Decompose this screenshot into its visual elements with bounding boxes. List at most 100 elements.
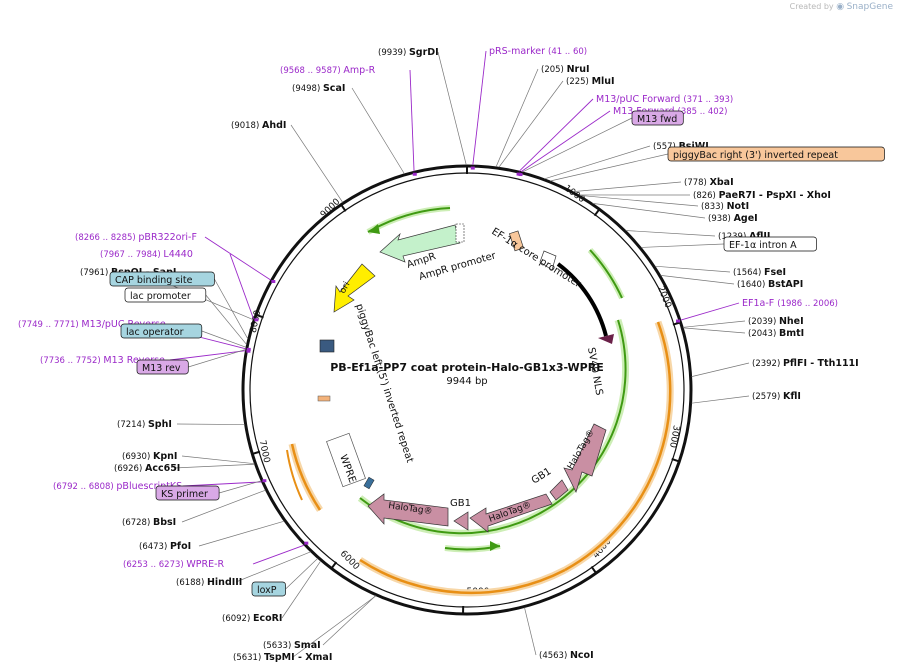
- feature-box-loxp: [251, 581, 286, 597]
- enzyme-site-nrui: (205) NruI: [541, 64, 590, 75]
- enzyme-site-nhei: (2039) NheI: [748, 316, 804, 327]
- leader-line: [592, 203, 706, 219]
- orf-arc-halo-2: [587, 247, 625, 300]
- gb1-label-1: GB1: [530, 466, 554, 486]
- enzyme-site-sphi: (7214) SphI: [117, 419, 172, 430]
- leader-line: [181, 455, 255, 465]
- enzyme-site-fsei: (1564) FseI: [733, 267, 786, 278]
- tick-mark: [254, 313, 264, 319]
- leader-line: [409, 69, 415, 172]
- primer-l4440: (7967 .. 7984) L4440: [100, 249, 193, 260]
- enzyme-site-ahdi: (9018) AhdI: [231, 120, 286, 131]
- feature-label-m13-fwd: M13 fwd: [637, 114, 677, 125]
- leader-line: [229, 253, 254, 320]
- primer-binding-mark: [518, 173, 523, 177]
- primer-wpre-r: (6253 .. 6273) WPRE-R: [123, 559, 225, 570]
- leader-line: [437, 51, 467, 166]
- orange-arc-2: [359, 558, 566, 595]
- leader-line: [201, 330, 247, 348]
- leader-line: [285, 558, 318, 590]
- ef1a-intron-box: [508, 230, 524, 252]
- primer-binding-mark: [254, 318, 259, 322]
- gb1-arrow-1: [549, 479, 569, 501]
- gb1-arrow-2: [453, 511, 469, 531]
- enzyme-site-ncoi: (4563) NcoI: [539, 650, 594, 661]
- enzyme-site-noti: (833) NotI: [701, 201, 749, 212]
- leader-line: [495, 68, 539, 168]
- leader-line: [235, 551, 311, 583]
- wpre-box: [326, 432, 366, 488]
- leader-line: [292, 595, 377, 658]
- leader-line: [173, 463, 255, 469]
- primer-pbr322ori-f: (8266 .. 8285) pBR322ori-F: [75, 232, 197, 243]
- leader-line: [181, 489, 266, 523]
- orf-arc-3: [359, 319, 627, 535]
- primer-binding-mark: [262, 479, 267, 483]
- plasmid-size: 9944 bp: [446, 376, 487, 387]
- leader-line: [169, 350, 246, 361]
- feature-label-piggybac-right-3-inverted-repeat: piggyBac right (3') inverted repeat: [673, 150, 838, 161]
- enzyme-site-pfoi: (6473) PfoI: [139, 541, 191, 552]
- leader-line: [680, 302, 740, 321]
- enzyme-site-bbsi: (6728) BbsI: [122, 517, 176, 528]
- leader-line: [204, 236, 271, 281]
- lac-operator-marker: [319, 339, 335, 353]
- enzyme-site-bsiwi: (557) BsiWI: [653, 141, 709, 152]
- feature-box-ks-primer: [155, 485, 220, 501]
- enzyme-site-acc65i: (6926) Acc65I: [114, 463, 180, 474]
- feature-shapes: [317, 223, 614, 533]
- feature-label-ks-primer: KS primer: [161, 489, 208, 500]
- tick-label: 6000: [338, 549, 361, 572]
- leader-line: [182, 481, 262, 487]
- halotag-arrow-3: [367, 493, 449, 527]
- orf-arcs: [357, 205, 630, 553]
- feature-label-ef-1-intron-a: EF-1α intron A: [729, 240, 797, 251]
- feature-box-cap-binding-site: [109, 271, 215, 287]
- enzyme-site-ecori: (6092) EcoRI: [222, 613, 282, 624]
- feature-label-lac-operator: lac operator: [126, 327, 184, 338]
- enzyme-site-hindiii: (6188) HindIII: [176, 577, 242, 588]
- leader-line: [691, 362, 750, 377]
- feature-box-lac-promoter: [124, 287, 207, 303]
- feature-label-lac-promoter: lac promoter: [130, 291, 191, 302]
- primer-binding-mark: [246, 349, 251, 353]
- lox-marker: [317, 395, 331, 402]
- leader-line: [252, 544, 305, 565]
- leader-line: [281, 560, 322, 619]
- leader-line: [524, 607, 537, 656]
- leader-line: [188, 349, 246, 368]
- tick-mark: [671, 457, 681, 463]
- enzyme-site-paer7i-pspxi-xhoi: (826) PaeR7I - PspXI - XhoI: [693, 190, 831, 201]
- feature-label-cap-binding-site: CAP binding site: [115, 275, 193, 286]
- leader-line: [351, 87, 405, 175]
- primer-binding-mark: [470, 166, 475, 170]
- leader-line: [520, 110, 611, 172]
- primer-binding-mark: [246, 347, 251, 351]
- leader-line: [290, 124, 344, 203]
- ampr-promoter-box: [455, 223, 465, 243]
- feature-box-lac-operator: [120, 323, 203, 339]
- primer-binding-mark: [412, 172, 417, 176]
- tick-mark: [330, 561, 338, 570]
- leader-line: [472, 50, 487, 166]
- orange-arc-4: [286, 449, 303, 501]
- enzyme-site-sgrdi: (9939) SgrDI: [378, 47, 439, 58]
- tick-mark: [590, 565, 598, 575]
- primer-binding-mark: [676, 319, 681, 323]
- gb1-label-2: GB1: [450, 498, 471, 509]
- ef1a-core-promoter-arc: [556, 262, 608, 337]
- enzyme-site-kpni: (6930) KpnI: [122, 451, 177, 462]
- leader-line: [573, 181, 682, 192]
- orf-arrowhead-1: [368, 224, 380, 234]
- leader-line: [544, 145, 651, 180]
- leader-line: [176, 423, 245, 425]
- leader-line: [580, 195, 699, 207]
- enzyme-site-tspmi-xmai: (5631) TspMI - XmaI: [233, 652, 332, 663]
- orf-arrowhead-4: [490, 541, 500, 551]
- leader-line: [654, 265, 731, 273]
- enzyme-site-scai: (9498) ScaI: [292, 83, 345, 94]
- feature-box-piggybac-right-3-inverted-repeat: [667, 146, 885, 162]
- leader-line: [691, 395, 750, 404]
- primer-m13-puc-forward: M13/pUC Forward (371 .. 393): [596, 94, 733, 105]
